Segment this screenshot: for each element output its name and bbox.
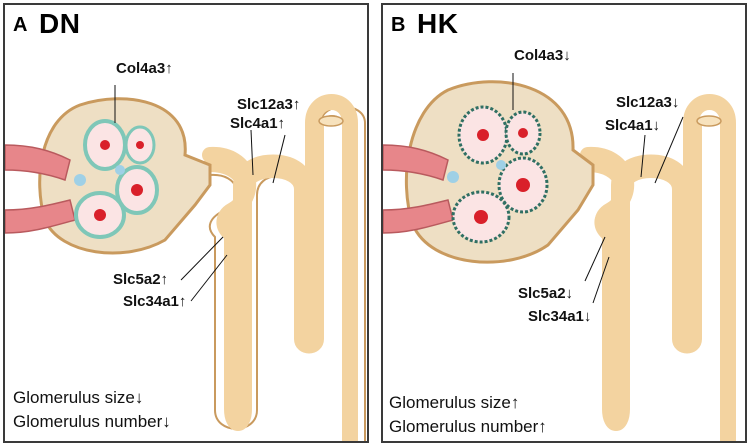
gene-label-slc5a2: Slc5a2↓ <box>518 285 574 302</box>
gene-label-slc12a3: Slc12a3↓ <box>616 94 680 111</box>
nephron-illustration-dn <box>5 85 366 441</box>
nephron-illustration-hk <box>383 73 736 441</box>
panel-title: DN <box>39 8 81 39</box>
gene-label-slc5a2: Slc5a2↑ <box>113 271 169 288</box>
footer-glomerulus-size: Glomerulus size↑ <box>389 393 520 412</box>
gene-label-slc4a1: Slc4a1↓ <box>605 117 661 134</box>
footer-glomerulus-size: Glomerulus size↓ <box>13 388 144 407</box>
gene-label-slc12a3: Slc12a3↑ <box>237 96 301 113</box>
gene-label-slc4a1: Slc4a1↑ <box>230 115 286 132</box>
gene-label-col4a3: Col4a3↑ <box>116 60 173 77</box>
panel-letter: A <box>13 14 28 36</box>
panel-hk: B HK Col4a3↓ Slc12a3↓ Slc4a1↓ Slc5a2↓ Sl… <box>381 3 747 443</box>
panel-title: HK <box>417 8 459 39</box>
gene-label-slc34a1: Slc34a1↑ <box>123 293 187 310</box>
footer-glomerulus-number: Glomerulus number↓ <box>13 412 171 431</box>
panel-dn: A DN Col4a3↑ Slc12a3↑ Slc4a1↑ Slc5a2↑ Sl… <box>3 3 369 443</box>
gene-label-slc34a1: Slc34a1↓ <box>528 308 592 325</box>
panel-letter: B <box>391 14 406 36</box>
gene-label-col4a3: Col4a3↓ <box>514 47 571 64</box>
footer-glomerulus-number: Glomerulus number↑ <box>389 417 547 436</box>
